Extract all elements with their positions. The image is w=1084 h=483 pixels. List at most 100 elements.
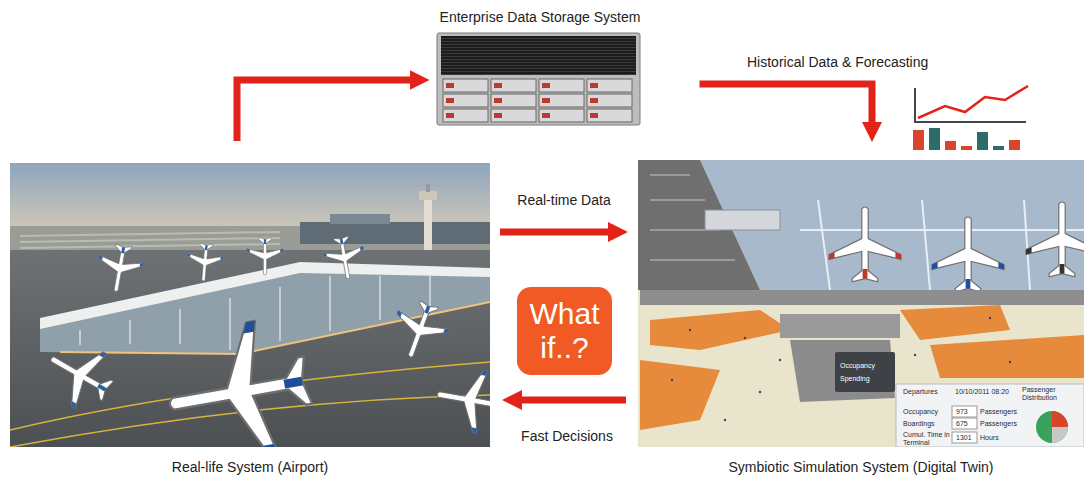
digital-twin-illustration — [932, 217, 1004, 292]
edge-label: Real-time Data — [515, 192, 612, 208]
airport-illustration — [424, 198, 432, 254]
edge-label: Fast Decisions — [519, 428, 615, 444]
server-illustration — [539, 94, 584, 107]
server-illustration — [587, 109, 632, 122]
digital-twin-illustration — [744, 337, 746, 339]
server-illustration — [491, 79, 536, 92]
forecast-chart-icon — [977, 132, 988, 150]
server-illustration — [542, 83, 550, 88]
server-illustration — [542, 98, 550, 103]
node-caption: Real-life System (Airport) — [10, 459, 490, 475]
forecast-chart-icon — [913, 86, 1028, 150]
digital-twin-illustration — [780, 314, 900, 338]
forecast-chart-icon — [945, 141, 956, 150]
digital-twin-illustration — [638, 160, 1084, 447]
box-text: What if..? — [523, 297, 606, 364]
panel-text: Hours — [980, 434, 999, 442]
airport-illustration — [419, 191, 437, 200]
digital-twin-illustration — [896, 384, 1084, 447]
server-illustration — [491, 94, 536, 107]
digital-twin-illustration — [1009, 361, 1011, 363]
flow-arrow — [520, 397, 626, 404]
digital-twin-illustration — [671, 379, 673, 381]
panel-text: Passengers — [980, 408, 1017, 416]
airport-illustration — [10, 163, 490, 447]
server-illustration — [539, 79, 584, 92]
panel-text: Spending — [840, 375, 870, 383]
server-illustration — [542, 113, 550, 118]
panel-text: Boardings — [903, 420, 935, 428]
image-area — [10, 163, 490, 447]
server-illustration — [494, 113, 502, 118]
server-illustration — [437, 33, 640, 125]
forecast-chart-icon — [1009, 140, 1020, 150]
what-if-box: What if..? — [517, 287, 612, 375]
digital-twin-illustration — [790, 340, 895, 402]
airport-illustration — [80, 276, 430, 350]
server-illustration — [539, 109, 584, 122]
server-illustration — [446, 98, 454, 103]
server-illustration — [494, 98, 502, 103]
digital-twin-illustration — [952, 432, 977, 443]
flow-arrow — [700, 84, 873, 124]
airport-illustration — [300, 222, 490, 244]
forecast-chart-icon — [918, 86, 1028, 118]
airport-illustration — [10, 163, 490, 253]
airport-illustration — [321, 234, 368, 282]
server-illustration — [443, 79, 632, 122]
panel-text: Passengers — [980, 420, 1017, 428]
airport-illustration — [20, 232, 280, 248]
airport-illustration — [158, 314, 320, 447]
panel-text: 1301 — [956, 434, 972, 442]
forecast-chart-icon — [913, 130, 924, 150]
server-illustration — [587, 94, 632, 107]
image-area — [638, 160, 1084, 447]
server-illustration — [437, 33, 640, 125]
server-illustration — [443, 94, 488, 107]
digital-twin-illustration — [1052, 427, 1068, 443]
digital-twin-illustration — [829, 207, 901, 282]
server-illustration — [587, 79, 632, 92]
digital-twin-illustration — [724, 419, 726, 421]
panel-text: Departures — [903, 388, 938, 396]
panel-text: Occupancy — [840, 362, 875, 370]
panel-text: 973 — [956, 408, 968, 416]
digital-twin-illustration — [952, 406, 977, 443]
airport-illustration — [185, 242, 224, 282]
airport-illustration — [35, 331, 123, 418]
digital-twin-illustration — [671, 317, 1011, 421]
panel-text: Cumul. Time in Terminal — [903, 431, 951, 446]
digital-twin-illustration — [835, 352, 895, 392]
forecast-chart-icon — [915, 88, 1026, 122]
server-illustration — [494, 83, 502, 88]
airport-node: Real-life System (Airport) — [10, 163, 490, 475]
image-area — [436, 26, 645, 126]
digital-twin-illustration — [759, 391, 761, 393]
panel-text: Passenger Distribution — [1022, 386, 1080, 401]
server-illustration — [446, 113, 454, 118]
digital-twin-node: Symbiotic Simulation System (Digital Twi… — [638, 160, 1084, 475]
server-illustration — [443, 79, 488, 92]
airport-illustration — [432, 363, 490, 436]
server-illustration — [491, 109, 536, 122]
forecast-chart-icon — [961, 146, 972, 150]
storage-node: Enterprise Data Storage System — [436, 8, 645, 126]
forecast-chart-icon — [993, 146, 1004, 150]
airport-illustration — [426, 184, 430, 192]
digital-twin-illustration — [952, 406, 977, 417]
edge-label: Historical Data & Forecasting — [745, 54, 930, 70]
server-illustration — [443, 109, 488, 122]
digital-twin-illustration — [1026, 202, 1084, 277]
panel-text: Occupancy — [903, 408, 938, 416]
digital-twin-illustration — [900, 305, 1010, 340]
digital-twin-illustration — [989, 317, 991, 319]
airport-illustration — [330, 214, 390, 224]
server-illustration — [590, 83, 598, 88]
server-illustration — [590, 98, 598, 103]
digital-twin-illustration — [700, 160, 1084, 290]
node-caption: Enterprise Data Storage System — [440, 9, 641, 25]
forecast-chart-icon — [929, 128, 940, 150]
server-illustration — [590, 113, 598, 118]
digital-twin-illustration — [689, 329, 691, 331]
